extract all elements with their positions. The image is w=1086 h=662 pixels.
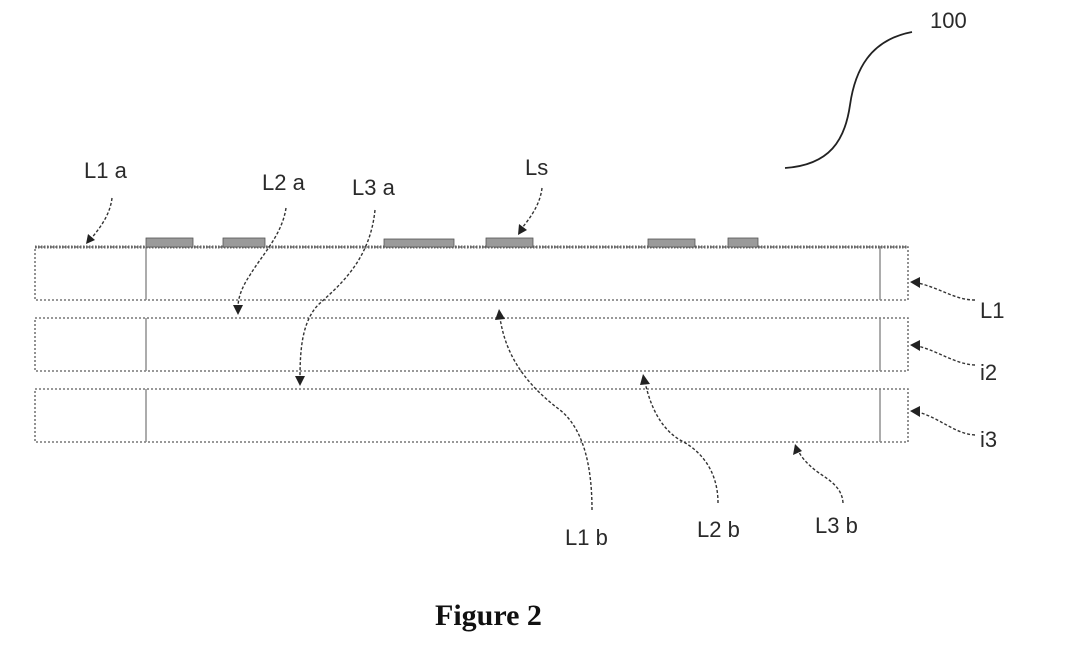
- leader-l3a: [300, 210, 375, 378]
- arrowhead-l3: [910, 406, 920, 417]
- label-l2a: L2 a: [262, 170, 306, 195]
- arrowhead-ls: [518, 224, 527, 235]
- label-l3a: L3 a: [352, 175, 396, 200]
- layer-l1: [35, 247, 908, 300]
- leader-l3b: [798, 450, 843, 503]
- surface-pads: [146, 238, 758, 247]
- layer-l2: [35, 318, 908, 371]
- arrowhead-l2a: [233, 305, 243, 315]
- reference-numeral-label: 100: [930, 8, 967, 33]
- layer-l3: [35, 389, 908, 442]
- arrowhead-l3b: [793, 444, 802, 455]
- layer-l3-outline: [35, 389, 908, 442]
- leader-l2a: [238, 208, 286, 308]
- leader-ls: [522, 188, 542, 228]
- leader-lines: [86, 188, 975, 510]
- layer-l2-outline: [35, 318, 908, 371]
- label-l1: L1: [980, 298, 1004, 323]
- arrowhead-l2: [910, 340, 920, 351]
- label-l2b: L2 b: [697, 517, 740, 542]
- leader-l1a: [90, 198, 112, 240]
- leader-l3: [918, 412, 975, 435]
- figure-caption: Figure 2: [435, 599, 542, 632]
- leader-l1b: [500, 318, 592, 510]
- label-l1b: L1 b: [565, 525, 608, 550]
- arrowhead-l1: [910, 277, 920, 288]
- surface-pad: [728, 238, 758, 247]
- leader-l2: [918, 346, 975, 365]
- label-l2: i2: [980, 360, 997, 385]
- layer-l1-outline: [35, 247, 908, 300]
- surface-pad: [384, 239, 454, 247]
- arrowhead-l3a: [295, 376, 305, 386]
- surface-pad: [486, 238, 533, 247]
- label-l1a: L1 a: [84, 158, 128, 183]
- leader-l1: [918, 283, 975, 300]
- surface-pad: [146, 238, 193, 247]
- reference-lead-line: [785, 32, 912, 168]
- arrowhead-l2b: [640, 374, 650, 385]
- label-l3b: L3 b: [815, 513, 858, 538]
- surface-pad: [648, 239, 695, 247]
- arrowhead-l1b: [495, 309, 505, 320]
- surface-pad: [223, 238, 265, 247]
- label-ls: Ls: [525, 155, 548, 180]
- label-l3: i3: [980, 427, 997, 452]
